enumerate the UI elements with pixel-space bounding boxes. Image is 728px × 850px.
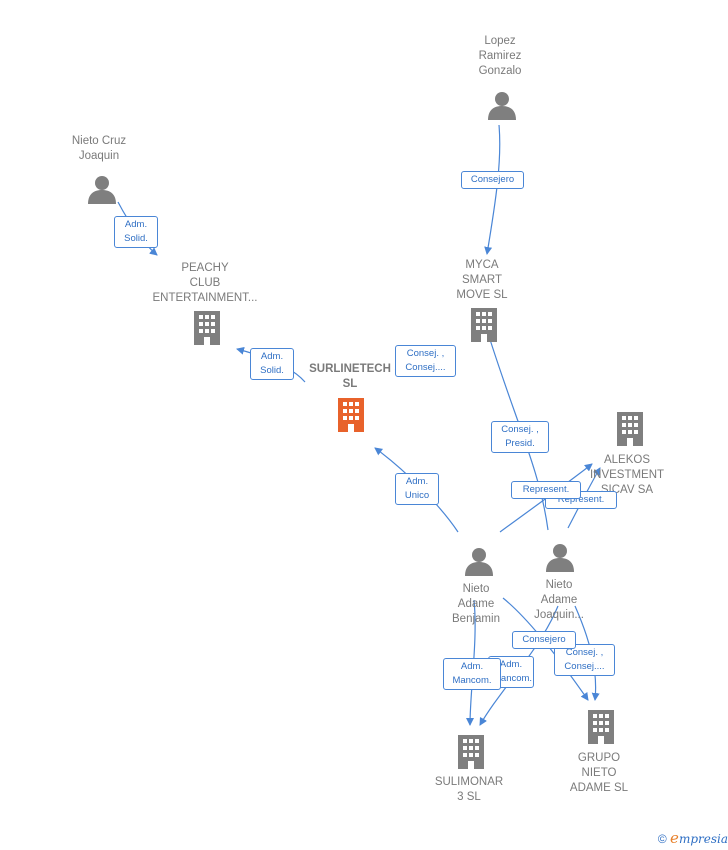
relation-label[interactable]: Consejero bbox=[512, 631, 576, 649]
node-label-surlinetech[interactable]: SURLINETECH SL bbox=[309, 363, 391, 390]
relation-label[interactable]: Consejero bbox=[461, 171, 524, 189]
node-label-nietocruz[interactable]: Nieto Cruz Joaquin bbox=[71, 135, 127, 162]
relation-label[interactable]: Represent. bbox=[511, 481, 581, 499]
relation-label[interactable]: Adm. Solid. bbox=[250, 348, 294, 380]
node-label-joaquin[interactable]: Nieto Adame Joaquin... bbox=[534, 579, 584, 621]
brand-rest: mpresia bbox=[678, 832, 728, 846]
building-icon bbox=[471, 308, 497, 342]
node-label-sulimonar[interactable]: SULIMONAR 3 SL bbox=[434, 776, 504, 803]
node-label-alekos[interactable]: ALEKOS INVESTMENT SICAV SA bbox=[589, 454, 665, 496]
relation-label[interactable]: Adm. Solid. bbox=[114, 216, 158, 248]
relation-label[interactable]: Consej. , Presid. bbox=[491, 421, 549, 453]
brand-e: e bbox=[670, 829, 679, 847]
relation-label[interactable]: Consej. , Consej.... bbox=[554, 644, 615, 676]
relation-label[interactable]: Consej. , Consej.... bbox=[395, 345, 456, 377]
building-icon bbox=[458, 735, 484, 769]
building-icon bbox=[617, 412, 643, 446]
building-icon bbox=[588, 710, 614, 744]
building-icon-main bbox=[338, 398, 364, 432]
relation-label[interactable]: Adm. Mancom. bbox=[443, 658, 501, 690]
brand-footer: © empresia bbox=[658, 829, 728, 847]
node-label-peachy[interactable]: PEACHY CLUB ENTERTAINMENT... bbox=[152, 262, 258, 304]
node-label-lopez[interactable]: Lopez Ramirez Gonzalo bbox=[478, 35, 522, 77]
person-icon bbox=[88, 176, 116, 204]
edge-lopez-myca bbox=[484, 124, 501, 255]
person-icon bbox=[488, 92, 516, 120]
person-icon bbox=[546, 544, 574, 572]
node-label-myca[interactable]: MYCA SMART MOVE SL bbox=[456, 259, 508, 301]
copyright-icon: © bbox=[657, 832, 667, 846]
node-label-benjamin[interactable]: Nieto Adame Benjamin bbox=[452, 583, 500, 625]
person-icon bbox=[465, 548, 493, 576]
node-label-grupo[interactable]: GRUPO NIETO ADAME SL bbox=[569, 752, 629, 794]
relation-label[interactable]: Adm. Unico bbox=[395, 473, 439, 505]
building-icon bbox=[194, 311, 220, 345]
